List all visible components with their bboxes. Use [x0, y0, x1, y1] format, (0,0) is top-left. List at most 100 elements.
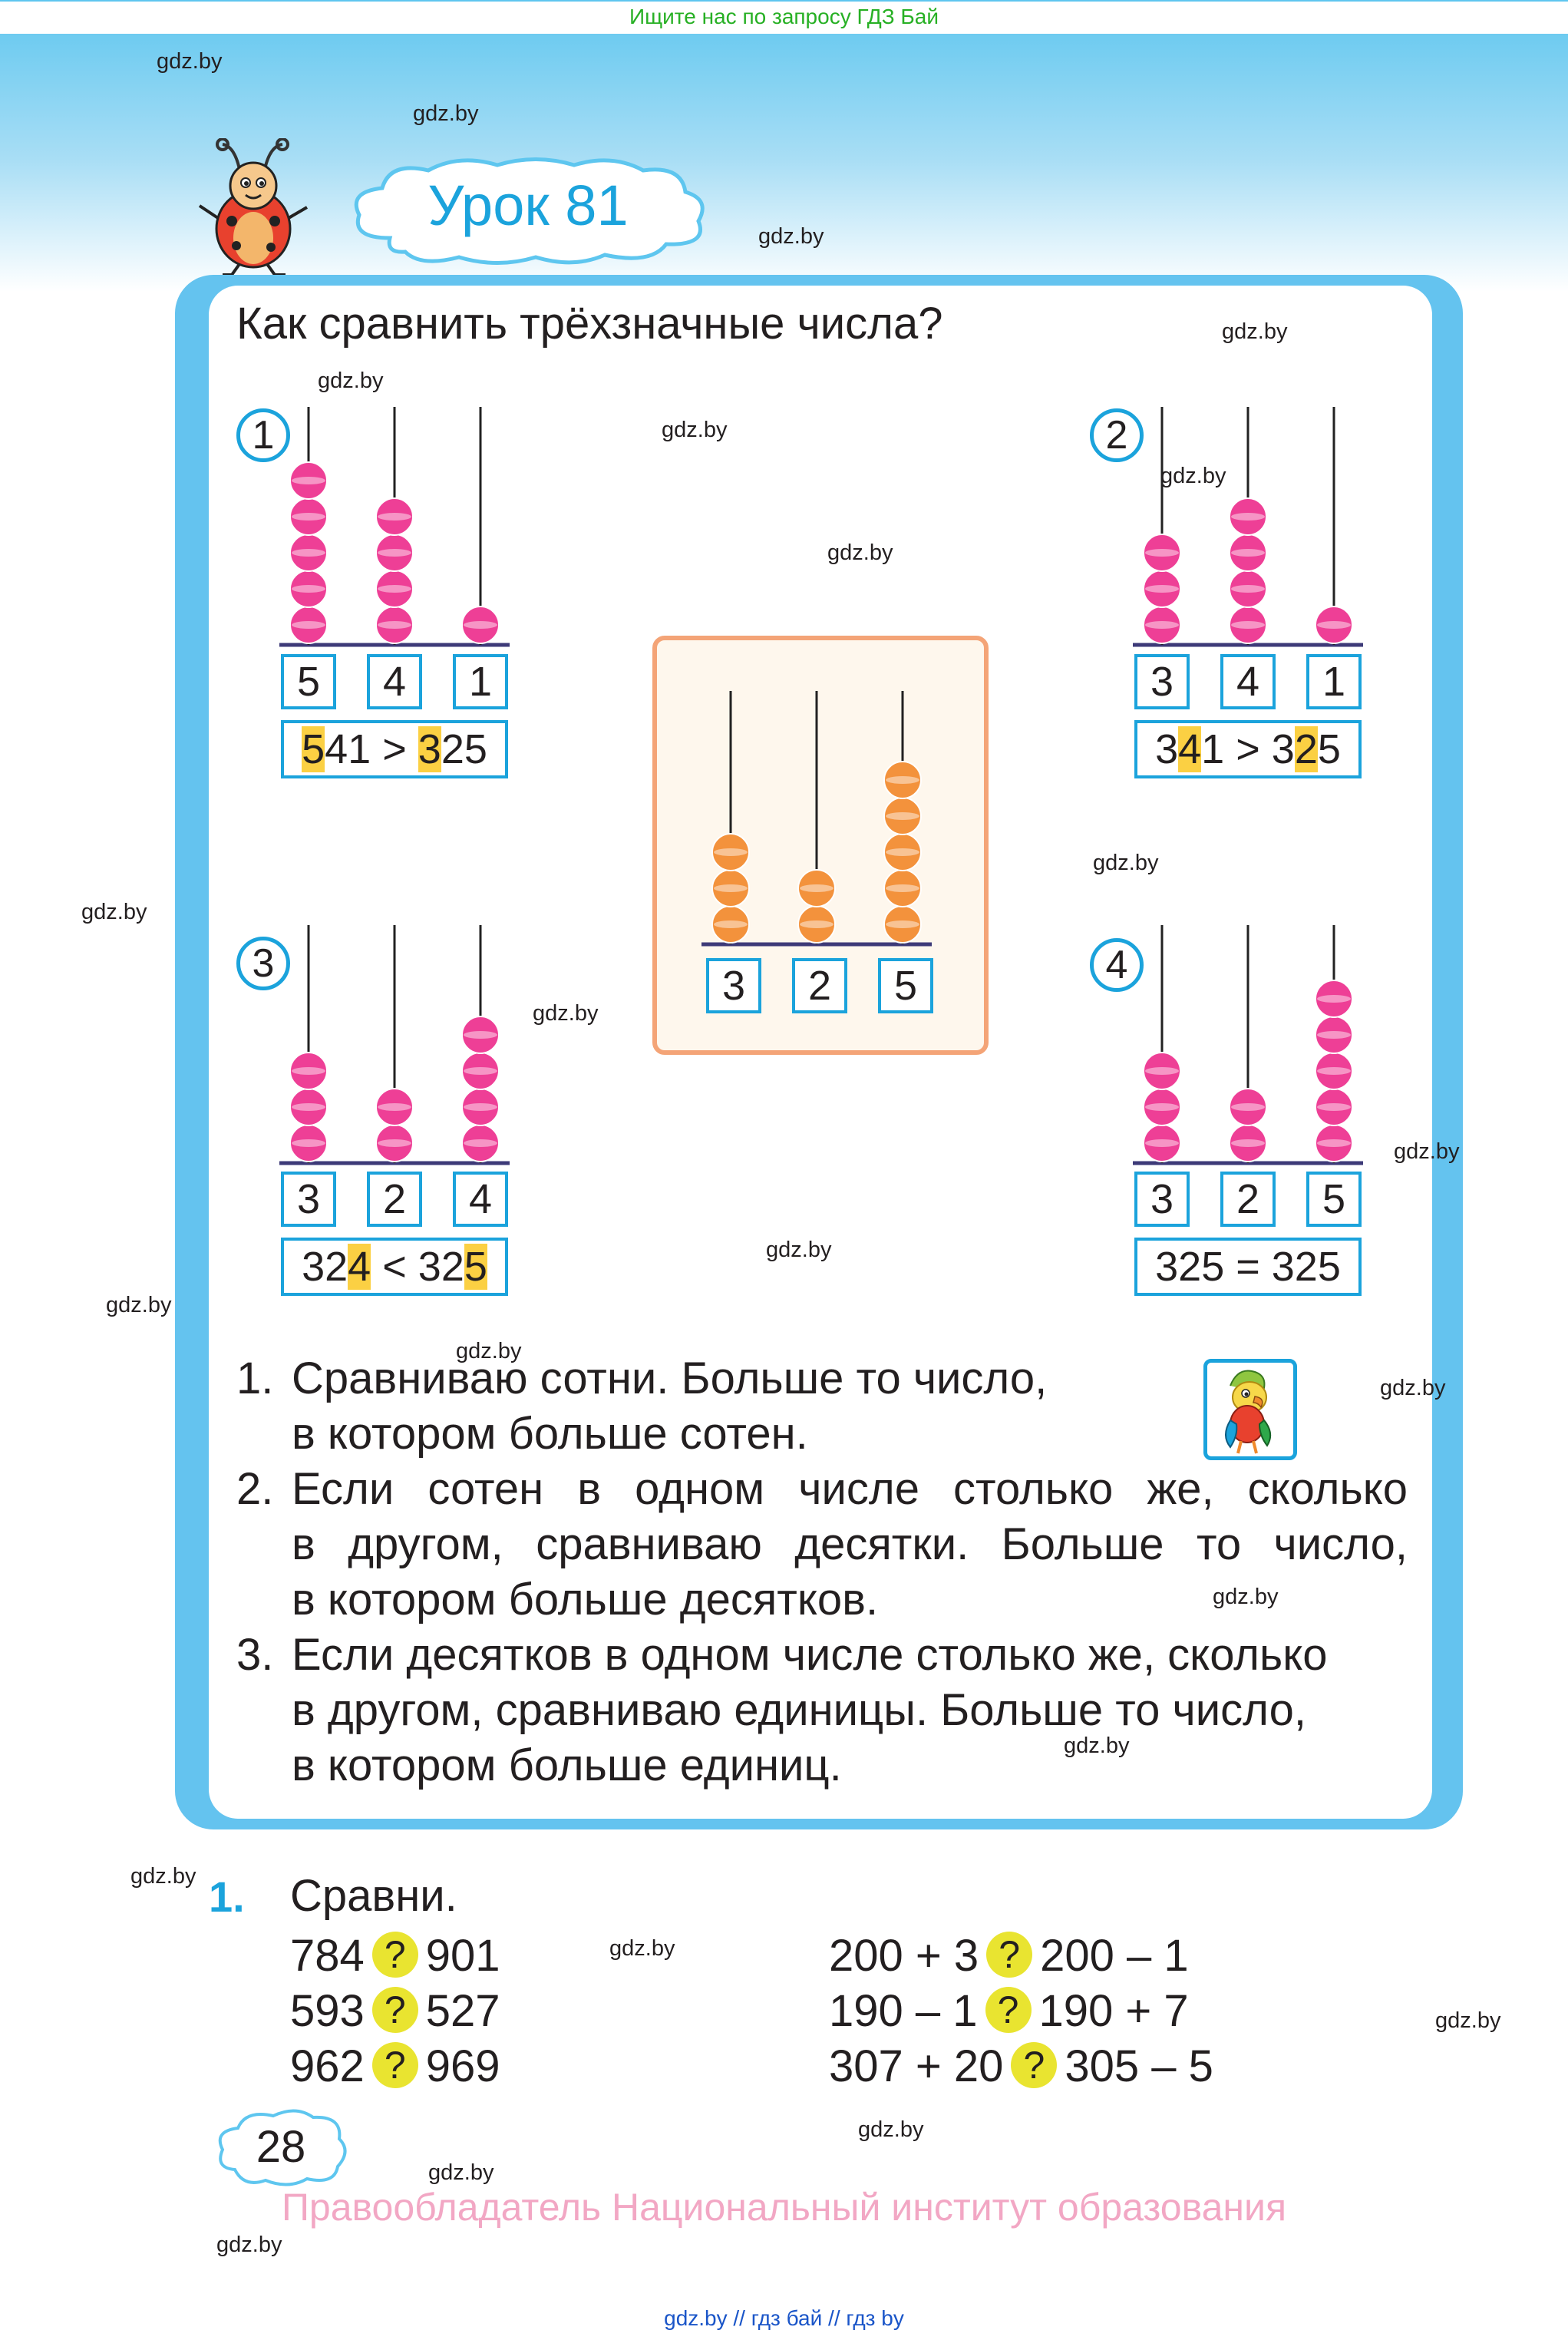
watermark: gdz.by	[1394, 1139, 1460, 1164]
watermark: gdz.by	[413, 101, 479, 126]
abacus-bead	[1229, 1088, 1267, 1126]
abacus-bead-shine	[886, 812, 919, 820]
abacus-bead-shine	[464, 621, 497, 629]
comparison-box-2: 341 > 325	[1134, 720, 1362, 778]
question-mark-icon: ?	[371, 2042, 418, 2088]
abacus-bead-shine	[292, 585, 325, 593]
abacus-bead-shine	[1145, 1139, 1179, 1147]
abacus-center	[698, 691, 944, 952]
abacus-bead-shine	[292, 1103, 325, 1111]
abacus-bead-shine	[1317, 621, 1351, 629]
abacus-bead-shine	[800, 920, 834, 928]
abacus-bead-shine	[714, 920, 748, 928]
page-heading: Как сравнить трёхзначные числа?	[236, 299, 943, 349]
digit-box: 5	[878, 958, 933, 1013]
abacus-bead-shine	[1145, 585, 1179, 593]
abacus-bead	[289, 461, 328, 500]
watermark: gdz.by	[1435, 2008, 1501, 2033]
rule-3-line-3: в котором больше единиц.	[292, 1740, 842, 1790]
rule-3-line-1: 3.Если десятков в одном числе столько же…	[236, 1628, 1408, 1683]
abacus-bead-shine	[1145, 621, 1179, 629]
abacus-bead-shine	[1317, 1103, 1351, 1111]
rule-2-line-1: 2.Если сотен в одном числе столько же, с…	[236, 1462, 1408, 1517]
digit-box: 2	[1220, 1172, 1276, 1227]
task-title: Сравни.	[290, 1871, 457, 1921]
highlighted-digit: 2	[1294, 726, 1318, 772]
abacus-bead	[461, 606, 500, 644]
lesson-title-cloud	[354, 157, 705, 265]
abacus-bead-shine	[886, 776, 919, 784]
digit-box: 3	[281, 1172, 336, 1227]
comparison-box-4: 325 = 325	[1134, 1238, 1362, 1296]
abacus-center-drawing	[701, 691, 932, 947]
abacus-bead	[1143, 534, 1181, 572]
task-expression-left-3: 962?969	[290, 2041, 500, 2091]
abacus-bead-shine	[378, 549, 411, 557]
abacus-bead-shine	[292, 1067, 325, 1075]
rule-number: 2.	[236, 1464, 274, 1514]
watermark: gdz.by	[766, 1238, 832, 1262]
rule-1-line-1: 1.Сравниваю сотни. Больше то число,	[236, 1351, 1408, 1406]
abacus-bead-shine	[378, 585, 411, 593]
abacus-bead-shine	[886, 884, 919, 892]
abacus-bead-shine	[1145, 1103, 1179, 1111]
abacus-bead	[1143, 1052, 1181, 1090]
abacus-bead-shine	[1231, 549, 1265, 557]
digit-box: 3	[1134, 654, 1190, 709]
watermark: gdz.by	[533, 1001, 599, 1026]
watermark: gdz.by	[827, 540, 893, 565]
watermark: gdz.by	[1093, 851, 1159, 875]
digit-box: 4	[453, 1172, 508, 1227]
comparison-box-3: 324 < 325	[281, 1238, 508, 1296]
highlighted-digit: 4	[348, 1244, 371, 1290]
abacus-bead-shine	[1317, 1067, 1351, 1075]
comparison-sign: >	[1236, 726, 1260, 772]
watermark: gdz.by	[81, 900, 147, 924]
abacus-bead-shine	[1231, 621, 1265, 629]
example-label-3: 3	[236, 937, 290, 990]
question-mark-icon: ?	[986, 1932, 1033, 1978]
search-hint-link[interactable]: Ищите нас по запросу ГДЗ Бай	[0, 2, 1568, 34]
parrot-icon-frame	[1203, 1359, 1297, 1460]
abacus-bead-shine	[292, 1139, 325, 1147]
abacus-2-drawing	[1133, 407, 1363, 647]
example-label-1: 1	[236, 408, 290, 462]
abacus-bead	[883, 761, 922, 799]
page-number-cloud	[218, 2109, 347, 2186]
ladybug-icon	[198, 138, 309, 276]
comparison-box-1: 541 > 325	[281, 720, 508, 778]
abacus-bead-shine	[292, 621, 325, 629]
example-label-2: 2	[1090, 408, 1144, 462]
abacus-bead	[797, 869, 836, 907]
rule-number: 3.	[236, 1630, 274, 1680]
abacus-4-drawing	[1133, 925, 1363, 1165]
task-number: 1.	[209, 1872, 245, 1921]
digit-box: 4	[1220, 654, 1276, 709]
abacus-bead	[375, 1088, 414, 1126]
watermark: gdz.by	[858, 2117, 924, 2142]
watermark: gdz.by	[1213, 1585, 1279, 1609]
task-expression-right-2: 190 – 1?190 + 7	[829, 1986, 1189, 2036]
copyright-text: Правообладатель Национальный институт об…	[281, 2186, 1287, 2229]
footer-links[interactable]: gdz.by // гдз бай // гдз by	[664, 2306, 904, 2330]
task-expression-left-1: 784?901	[290, 1931, 500, 1981]
rules-list: 1.Сравниваю сотни. Больше то число, в ко…	[236, 1351, 1408, 1793]
abacus-bead	[461, 1016, 500, 1054]
abacus-bead-shine	[886, 848, 919, 856]
highlighted-digit: 5	[464, 1244, 487, 1290]
watermark: gdz.by	[157, 49, 223, 74]
abacus-bead-shine	[464, 1067, 497, 1075]
abacus-1	[276, 407, 522, 653]
abacus-bead	[1315, 980, 1353, 1018]
watermark: gdz.by	[456, 1339, 522, 1363]
example-label-4: 4	[1090, 938, 1144, 992]
watermark: gdz.by	[662, 418, 728, 442]
abacus-bead-shine	[714, 848, 748, 856]
abacus-bead	[375, 497, 414, 536]
abacus-bead-shine	[292, 549, 325, 557]
rule-2-line-3: в котором больше десятков.	[292, 1575, 879, 1624]
abacus-bead-shine	[1317, 1031, 1351, 1039]
watermark: gdz.by	[609, 1936, 675, 1961]
question-mark-icon: ?	[1011, 2042, 1058, 2088]
task-expression-left-2: 593?527	[290, 1986, 500, 2036]
